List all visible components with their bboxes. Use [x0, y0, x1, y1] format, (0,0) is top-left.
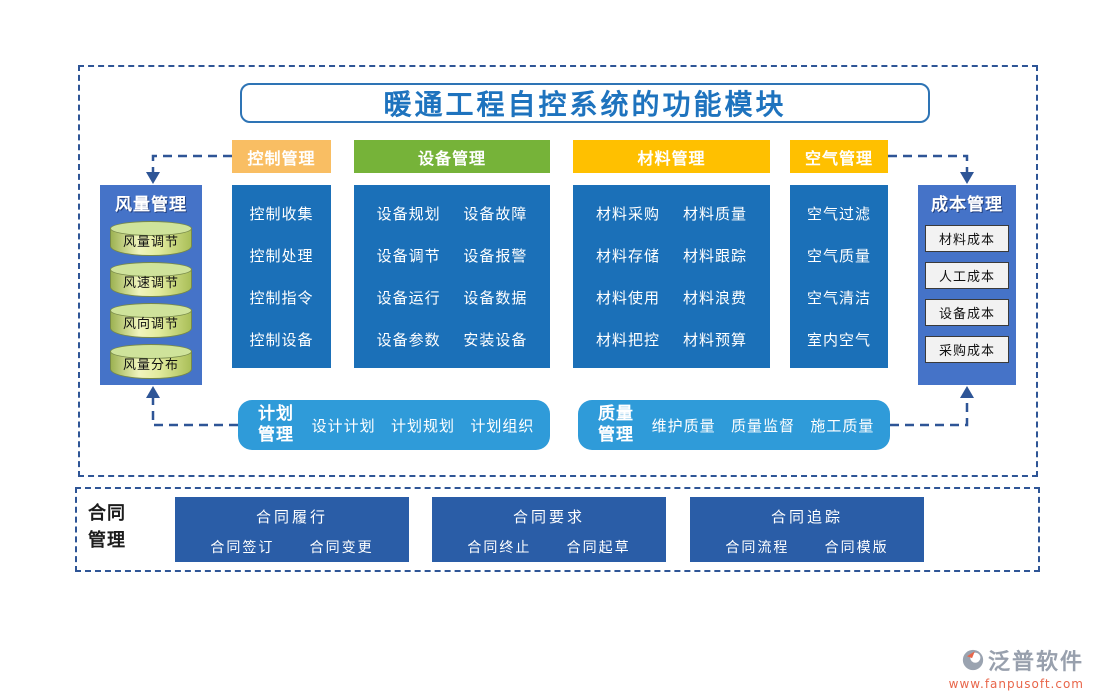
control-column: 控制收集 控制处理 控制指令 控制设备 [232, 185, 331, 368]
plan-title: 计划管理 [258, 403, 294, 445]
cylinder-shape: 风量调节 [110, 221, 192, 256]
main-diagram-frame [78, 65, 1038, 477]
header-equipment: 设备管理 [354, 140, 550, 173]
contract-item: 合同流程 [725, 540, 790, 556]
contract-item: 合同签订 [210, 540, 275, 556]
contract-group-title: 合同履行 [255, 508, 328, 526]
equipment-item: 设备规划 [376, 205, 441, 224]
vendor-logo: 泛普软件 www.fanpusoft.com [949, 644, 1084, 691]
vendor-url: www.fanpusoft.com [948, 677, 1084, 691]
material-item: 材料跟踪 [682, 247, 747, 266]
air-item: 空气清洁 [806, 288, 871, 307]
air-item: 空气质量 [806, 247, 871, 266]
control-item: 控制收集 [249, 205, 314, 224]
airflow-title: 风量管理 [115, 195, 187, 215]
plan-bar: 计划管理 设计计划 计划规划 计划组织 [238, 400, 550, 450]
material-item: 材料存储 [595, 247, 660, 266]
cylinder-shape: 风量分布 [110, 344, 192, 379]
air-column: 空气过滤 空气质量 空气清洁 室内空气 [790, 185, 888, 368]
contract-group-requirements: 合同要求 合同终止 合同起草 [432, 497, 666, 562]
contract-group-tracking: 合同追踪 合同流程 合同模版 [690, 497, 924, 562]
cylinder-shape: 风向调节 [110, 303, 192, 338]
airflow-item: 风速调节 [122, 276, 179, 291]
airflow-item: 风量分布 [122, 358, 179, 373]
material-item: 材料质量 [682, 205, 747, 224]
fanpu-logo-icon [962, 649, 984, 671]
cost-item: 设备成本 [925, 299, 1009, 326]
cost-box: 成本管理 材料成本 人工成本 设备成本 采购成本 [918, 185, 1016, 385]
vendor-name: 泛普软件 [987, 650, 1084, 675]
material-item: 材料预算 [682, 330, 747, 349]
cost-title: 成本管理 [931, 195, 1003, 215]
contract-group-title: 合同要求 [512, 508, 585, 526]
cost-item: 材料成本 [925, 225, 1009, 252]
contract-group-title: 合同追踪 [770, 508, 843, 526]
contract-section-title: 合同管理 [88, 503, 126, 551]
header-material: 材料管理 [573, 140, 770, 173]
contract-item: 合同变更 [309, 540, 374, 556]
airflow-item: 风量调节 [122, 235, 179, 250]
diagram-title: 暖通工程自控系统的功能模块 [240, 83, 930, 123]
quality-item: 质量监督 [730, 416, 795, 435]
control-item: 控制设备 [249, 330, 314, 349]
contract-item: 合同起草 [566, 540, 631, 556]
header-control: 控制管理 [232, 140, 331, 173]
material-item: 材料把控 [595, 330, 660, 349]
airflow-box: 风量管理 风量调节 风速调节 风向调节 风量分布 [100, 185, 202, 385]
contract-group-performance: 合同履行 合同签订 合同变更 [175, 497, 409, 562]
plan-item: 计划组织 [470, 416, 535, 435]
equipment-item: 设备参数 [376, 330, 441, 349]
control-item: 控制处理 [249, 247, 314, 266]
cost-item: 采购成本 [925, 336, 1009, 363]
equipment-item: 设备调节 [376, 247, 441, 266]
quality-bar: 质量管理 维护质量 质量监督 施工质量 [578, 400, 890, 450]
equipment-item: 设备数据 [463, 288, 528, 307]
equipment-item: 设备报警 [463, 247, 528, 266]
quality-item: 施工质量 [810, 416, 875, 435]
quality-title: 质量管理 [598, 403, 634, 445]
equipment-column: 设备规划 设备故障 设备调节 设备报警 设备运行 设备数据 设备参数 安装设备 [354, 185, 550, 368]
control-item: 控制指令 [249, 288, 314, 307]
plan-item: 计划规划 [390, 416, 455, 435]
equipment-item: 设备运行 [376, 288, 441, 307]
quality-item: 维护质量 [651, 416, 716, 435]
contract-item: 合同终止 [467, 540, 532, 556]
cost-item: 人工成本 [925, 262, 1009, 289]
equipment-item: 安装设备 [463, 330, 528, 349]
plan-item: 设计计划 [311, 416, 376, 435]
material-item: 材料采购 [595, 205, 660, 224]
contract-section-frame [75, 487, 1040, 572]
material-item: 材料浪费 [682, 288, 747, 307]
contract-item: 合同模版 [824, 540, 889, 556]
header-air: 空气管理 [790, 140, 888, 173]
material-column: 材料采购 材料质量 材料存储 材料跟踪 材料使用 材料浪费 材料把控 材料预算 [573, 185, 770, 368]
material-item: 材料使用 [595, 288, 660, 307]
air-item: 室内空气 [806, 330, 871, 349]
equipment-item: 设备故障 [463, 205, 528, 224]
air-item: 空气过滤 [806, 205, 871, 224]
cylinder-shape: 风速调节 [110, 262, 192, 297]
airflow-item: 风向调节 [122, 317, 179, 332]
